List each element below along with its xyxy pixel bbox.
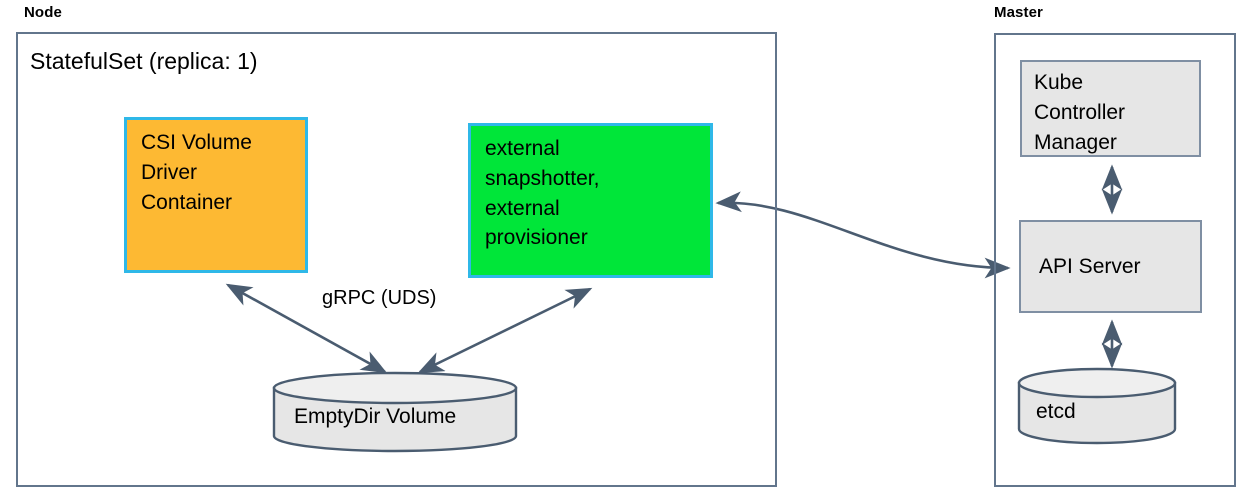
etcd-label: etcd xyxy=(1036,400,1076,423)
external-sidecars-box[interactable]: external snapshotter, external provision… xyxy=(468,123,713,278)
emptydir-volume-label: EmptyDir Volume xyxy=(294,405,457,428)
csi-driver-line-3: Container xyxy=(141,190,233,214)
api-server-label: API Server xyxy=(1039,254,1141,278)
controller-manager-line-1: Kube xyxy=(1034,71,1084,94)
node-group-label: Node xyxy=(24,4,62,21)
csi-volume-driver-container-box[interactable]: CSI Volume Driver Container xyxy=(124,117,308,273)
api-server-box[interactable]: API Server xyxy=(1019,220,1202,313)
csi-driver-line-2: Driver xyxy=(141,160,197,184)
controller-manager-line-3: Manager xyxy=(1034,130,1117,154)
external-line-3: external xyxy=(485,196,560,220)
external-line-1: external xyxy=(485,137,560,160)
emptydir-volume-cylinder[interactable]: EmptyDir Volume xyxy=(272,371,518,453)
controller-manager-line-2: Controller xyxy=(1034,100,1126,124)
master-group-label: Master xyxy=(994,4,1043,21)
csi-driver-line-1: CSI Volume xyxy=(141,131,252,154)
external-line-4: provisioner xyxy=(485,226,588,250)
grpc-uds-edge-label: gRPC (UDS) xyxy=(322,287,437,309)
kube-controller-manager-box[interactable]: Kube Controller Manager xyxy=(1020,60,1201,157)
node-container xyxy=(16,32,777,487)
etcd-cylinder[interactable]: etcd xyxy=(1017,367,1177,445)
external-line-2: snapshotter, xyxy=(485,166,600,190)
statefulset-title: StatefulSet (replica: 1) xyxy=(30,48,258,74)
master-container xyxy=(994,33,1236,487)
